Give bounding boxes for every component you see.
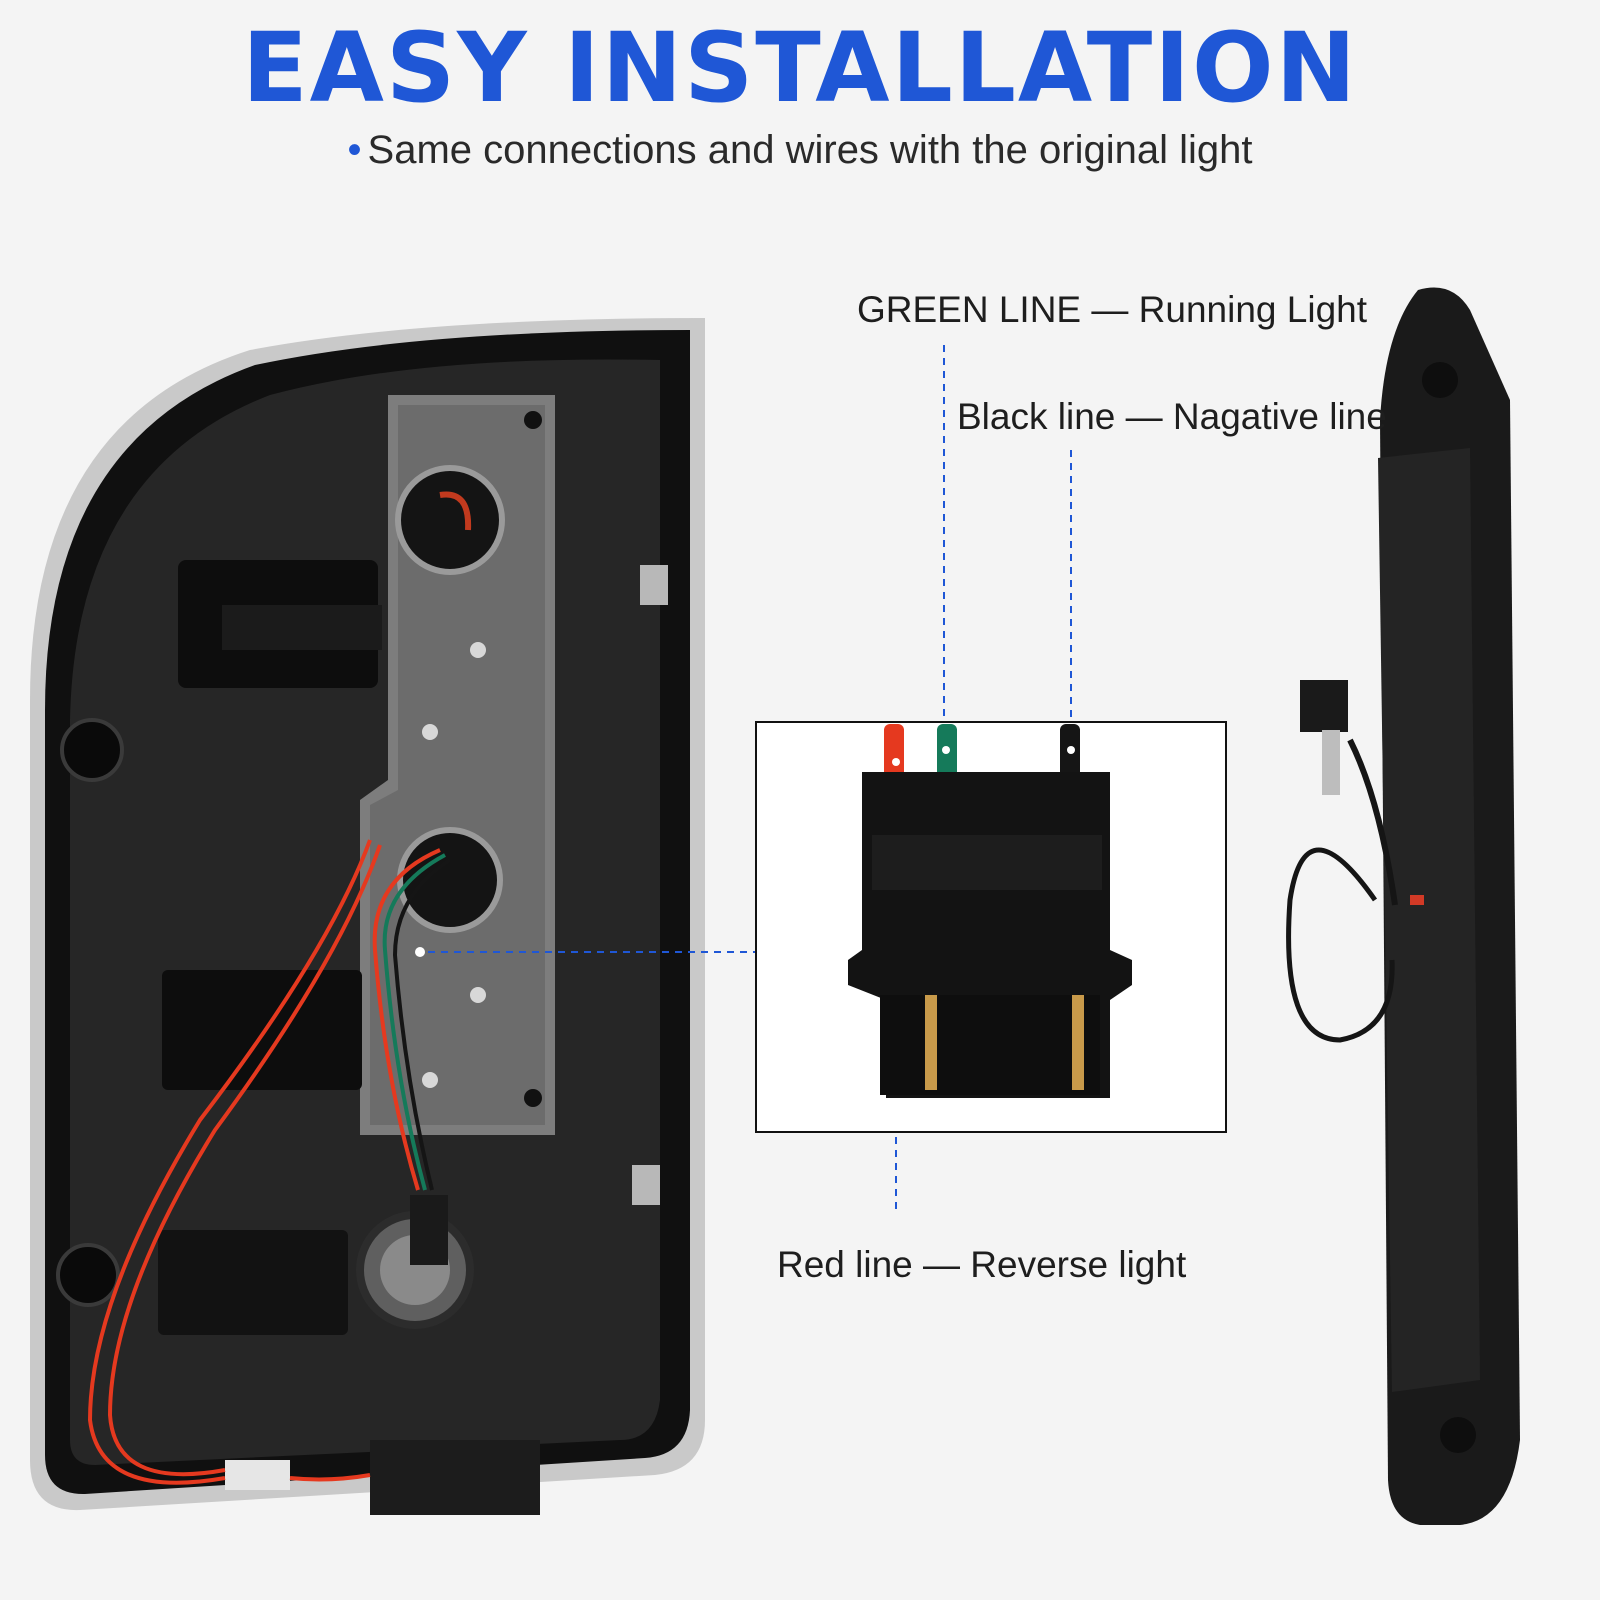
connector-pin-right	[1072, 995, 1084, 1090]
callout-black-line: Black line — Nagative line	[957, 396, 1387, 437]
connector-pin-left	[925, 995, 937, 1090]
lower-socket	[397, 827, 503, 933]
tail-light-housing	[30, 318, 705, 1515]
page-title: EASY INSTALLATION	[242, 12, 1358, 124]
bullet-icon: •	[347, 128, 362, 172]
pigtail-plug	[1300, 680, 1348, 732]
light-bar-side-view	[1286, 287, 1520, 1525]
black-wire	[1060, 724, 1080, 786]
harness-plug	[225, 1460, 290, 1490]
callout-red-line: Red line — Reverse light	[777, 1244, 1187, 1285]
callout-green-line: GREEN LINE — Running Light	[857, 289, 1368, 330]
page-subtitle: •Same connections and wires with the ori…	[0, 128, 1600, 173]
subtitle-text: Same connections and wires with the orig…	[367, 128, 1253, 172]
harness-box	[370, 1440, 540, 1515]
connector-detail	[755, 721, 1227, 1133]
mount-clip-upper	[640, 565, 668, 605]
wire-connector	[410, 1195, 448, 1265]
green-wire	[937, 724, 957, 786]
pigtail-wire	[1286, 847, 1395, 1043]
red-wire	[884, 724, 904, 786]
upper-socket	[395, 465, 505, 575]
mount-clip-lower	[632, 1165, 660, 1205]
